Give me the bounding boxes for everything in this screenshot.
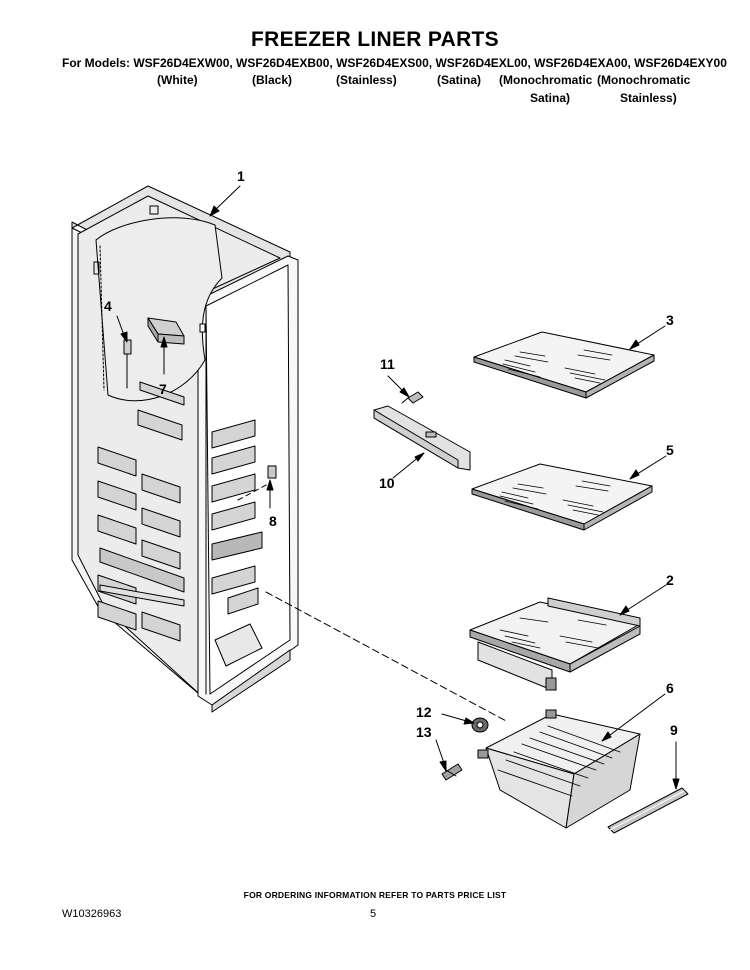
variant-satina: (Satina): [437, 73, 482, 87]
part-2-sliding-shelf: [469, 597, 641, 691]
part-12-roller: [471, 717, 489, 733]
variant-stainless: (Stainless): [336, 73, 397, 87]
callout-4: 4: [104, 298, 112, 314]
callout-6: 6: [666, 680, 674, 696]
variant-white: (White): [157, 73, 198, 87]
part-9-trim: [607, 787, 689, 834]
ordering-note: FOR ORDERING INFORMATION REFER TO PARTS …: [243, 890, 507, 900]
callout-2: 2: [666, 572, 674, 588]
part-11-screw: [401, 391, 424, 404]
alignment-line-8: [237, 483, 269, 501]
part-10-bracket: [373, 405, 471, 471]
variant-mono-stainless-line2: Stainless): [620, 91, 677, 105]
page-title: FREEZER LINER PARTS: [251, 28, 499, 51]
freezer-liner: [71, 185, 299, 713]
part-6-basket: [477, 709, 641, 829]
callout-10: 10: [379, 475, 395, 491]
callout-1: 1: [237, 168, 245, 184]
part-5-glass-shelf: [471, 463, 653, 531]
variant-mono-stainless-line1: (Monochromatic: [597, 73, 691, 87]
variant-black: (Black): [252, 73, 293, 87]
callout-7: 7: [159, 381, 167, 397]
models-line: For Models: WSF26D4EXW00, WSF26D4EXB00, …: [62, 56, 727, 70]
variant-mono-satina-line1: (Monochromatic: [499, 73, 593, 87]
part-13-pin: [441, 763, 463, 781]
part-3-glass-shelf: [473, 331, 655, 399]
variant-mono-satina-line2: Satina): [530, 91, 571, 105]
callout-5: 5: [666, 442, 674, 458]
document-number: W10326963: [62, 908, 122, 920]
alignment-line: [265, 591, 509, 723]
page-number: 5: [370, 908, 377, 920]
callout-11: 11: [380, 356, 395, 372]
callout-12: 12: [416, 704, 432, 720]
callout-13: 13: [416, 724, 432, 740]
part-7-control-housing: [147, 317, 185, 345]
leader-lines: [116, 185, 680, 790]
callout-8: 8: [269, 513, 277, 529]
callout-3: 3: [666, 312, 674, 328]
callout-9: 9: [670, 722, 678, 738]
